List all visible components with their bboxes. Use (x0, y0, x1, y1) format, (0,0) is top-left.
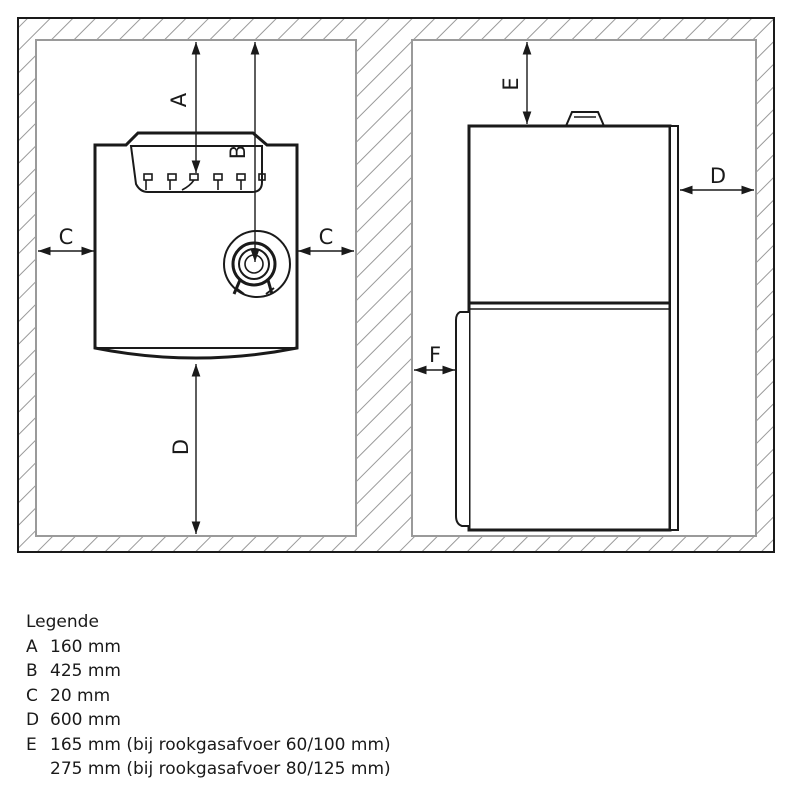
legend-item: C 20 mm (26, 684, 391, 709)
label-c-left: C (59, 225, 74, 249)
flue-connection (223, 230, 291, 298)
side-view: E D F (414, 42, 754, 532)
legend-item: E 165 mm (bij rookgasafvoer 60/100 mm) (26, 733, 391, 758)
legend: Legende A 160 mm B 425 mm C 20 mm D 600 … (26, 610, 391, 782)
connection-pipes (143, 173, 266, 191)
flue-outlet (564, 111, 606, 127)
legend-value: 160 mm (50, 636, 121, 657)
legend-value: 165 mm (bij rookgasafvoer 60/100 mm) (50, 734, 391, 755)
legend-key: A (26, 636, 38, 657)
installation-clearance-diagram: A B C C D E D F (17, 17, 775, 553)
legend-value: 275 mm (bij rookgasafvoer 80/125 mm) (50, 759, 391, 779)
legend-value: 600 mm (50, 710, 121, 730)
legend-key: E (26, 734, 37, 755)
label-c-right: C (319, 225, 334, 249)
label-f: F (429, 343, 441, 367)
label-e: E (499, 77, 523, 90)
label-d-front: D (169, 439, 193, 455)
legend-value: 425 mm (50, 661, 121, 681)
legend-key: B (26, 661, 38, 681)
legend-title: Legende (26, 612, 99, 632)
label-b: B (226, 145, 250, 159)
front-view: A B C C D (38, 42, 354, 534)
front-cover (455, 311, 469, 527)
label-d-side: D (710, 164, 726, 188)
legend-item: B 425 mm (26, 659, 391, 684)
legend-value: 20 mm (50, 685, 111, 706)
legend-key: D (26, 710, 40, 730)
legend-item-continuation: 275 mm (bij rookgasafvoer 80/125 mm) (26, 757, 391, 782)
legend-item: D 600 mm (26, 708, 391, 733)
label-a: A (167, 92, 191, 107)
legend-key: C (26, 685, 38, 706)
boiler-side-body (467, 124, 672, 532)
legend-item: A 160 mm (26, 635, 391, 660)
